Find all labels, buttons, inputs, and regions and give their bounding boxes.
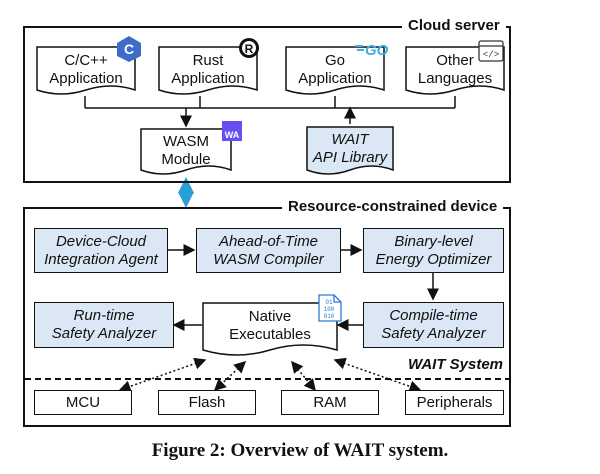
app-cpp-shape — [36, 46, 136, 95]
wasm-logo-icon: WA — [222, 121, 242, 141]
code-window-icon: </> — [478, 40, 504, 67]
svg-text:C: C — [124, 41, 134, 57]
device-flow-arrows — [168, 244, 439, 331]
cloud-server-title: Cloud server — [402, 18, 506, 34]
wasm-module: WASM Module — [140, 128, 232, 178]
device-title: Resource-constrained device — [282, 199, 504, 215]
wait-api-library: WAIT API Library — [306, 126, 394, 178]
cloud-server-region — [23, 26, 511, 183]
app-rust-shape — [158, 46, 258, 95]
app-cpp-label: C/C++ Application — [49, 52, 123, 87]
hardware-mcu: MCU — [34, 390, 132, 415]
app-go: Go Application — [285, 46, 385, 98]
hardware-arrows — [118, 357, 422, 393]
native-executables-shape — [202, 302, 338, 356]
native-executables: Native Executables — [202, 302, 338, 360]
wait-system-label: WAIT System — [408, 356, 504, 373]
wasm-module-shape — [140, 128, 232, 175]
svg-text:</>: </> — [483, 50, 499, 60]
app-cpp: C/C++ Application — [36, 46, 136, 98]
wasm-logo-text: WA — [224, 130, 240, 140]
go-logo-icon: GO — [355, 40, 391, 63]
app-rust: Rust Application — [158, 46, 258, 98]
aot-compiler-box: Ahead-of-Time WASM Compiler — [196, 228, 341, 273]
app-other-label: Other Languages — [417, 52, 493, 87]
app-bus — [84, 96, 456, 128]
device-region — [23, 207, 511, 427]
figure-caption: Figure 2: Overview of WAIT system. — [151, 440, 449, 461]
hardware-ram: RAM — [281, 390, 379, 415]
compile-analyzer-box: Compile-time Safety Analyzer — [363, 302, 504, 348]
energy-optimizer-box: Binary-level Energy Optimizer — [363, 228, 504, 273]
rust-logo-icon: R — [238, 37, 260, 64]
cpp-logo-icon: C — [116, 35, 142, 68]
binary-file-icon: 01 100 010 — [318, 294, 342, 322]
runtime-analyzer-box: Run-time Safety Analyzer — [34, 302, 174, 348]
svg-text:GO: GO — [365, 42, 389, 58]
api-library-label: WAIT API Library — [312, 131, 388, 166]
hardware-peripherals: Peripherals — [405, 390, 504, 415]
integration-agent-box: Device-Cloud Integration Agent — [34, 228, 168, 273]
app-go-shape — [285, 46, 385, 95]
svg-text:R: R — [245, 42, 254, 56]
api-library-shape — [306, 126, 394, 175]
wasm-module-label: WASM Module — [161, 133, 211, 168]
binary-icon-text: 01 100 010 — [323, 299, 335, 320]
app-go-label: Go Application — [298, 52, 372, 87]
hardware-flash: Flash — [158, 390, 256, 415]
app-rust-label: Rust Application — [171, 52, 245, 87]
native-executables-label: Native Executables — [229, 308, 311, 343]
